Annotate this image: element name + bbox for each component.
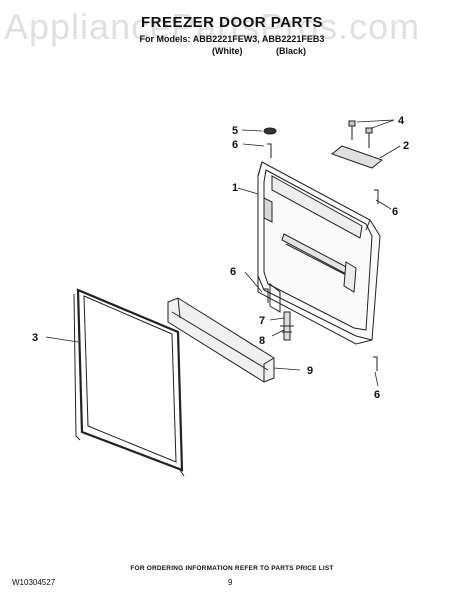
callout-6-top: 6 <box>232 139 238 151</box>
callout-6-right: 6 <box>392 206 398 218</box>
page-number: 9 <box>228 578 233 587</box>
variant-black-label: (Black) <box>276 46 307 56</box>
hinge-pin-bushings[interactable] <box>280 311 294 341</box>
door-handle-trim[interactable] <box>167 297 275 383</box>
hinge-plate[interactable] <box>330 145 384 169</box>
hinge-screws[interactable] <box>348 120 373 148</box>
page-title: FREEZER DOOR PARTS <box>140 14 324 31</box>
callout-5: 5 <box>232 125 238 137</box>
watermark: AppliancePartsPros.com <box>4 6 421 47</box>
callout-1: 1 <box>232 182 238 194</box>
variant-white-label: (White) <box>212 46 243 56</box>
callout-6-bottom: 6 <box>374 389 380 401</box>
washer[interactable] <box>263 127 277 135</box>
freezer-door[interactable] <box>257 161 381 345</box>
callout-7: 7 <box>259 315 265 327</box>
ordering-note: FOR ORDERING INFORMATION REFER TO PARTS … <box>130 565 334 572</box>
door-screws[interactable] <box>264 143 379 371</box>
callout-6-middle: 6 <box>230 266 236 278</box>
callout-2: 2 <box>403 140 409 152</box>
document-number: W10304527 <box>12 578 56 587</box>
callout-9: 9 <box>307 365 313 377</box>
callout-8: 8 <box>259 335 265 347</box>
callout-4: 4 <box>398 115 405 127</box>
callout-3: 3 <box>32 332 38 344</box>
model-numbers: For Models: ABB2221FEW3, ABB2221FEB3 <box>139 34 325 44</box>
